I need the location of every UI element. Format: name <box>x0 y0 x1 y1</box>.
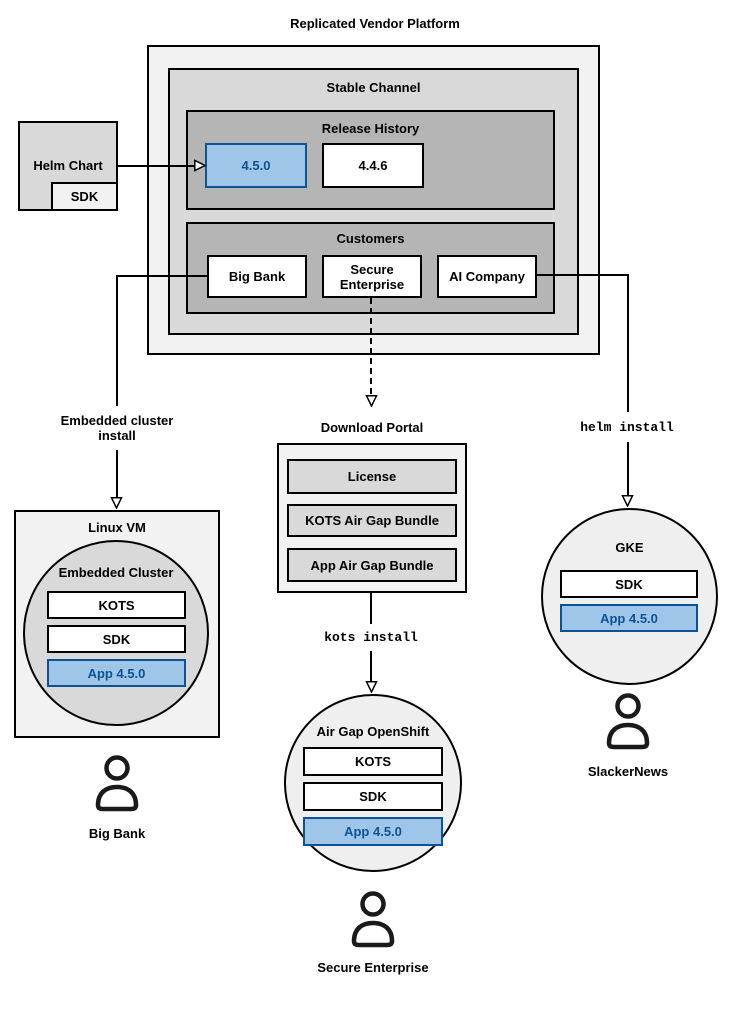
connector-helm-install-top <box>627 274 629 412</box>
linux-vm-app-box: App 4.5.0 <box>47 659 186 687</box>
linux-vm-sdk-label: SDK <box>102 631 131 647</box>
helm-install-label: helm install <box>580 420 674 435</box>
release-4-5-0: 4.5.0 <box>205 143 307 188</box>
release-history-label: Release History <box>321 121 420 136</box>
connector-ai-company-horizontal <box>536 274 629 276</box>
kots-install-arrowhead-icon <box>365 681 378 693</box>
customer-ai-company: AI Company <box>437 255 537 298</box>
secure-enterprise-persona-label: Secure Enterprise <box>317 960 429 975</box>
portal-app-bundle-box: App Air Gap Bundle <box>287 548 457 582</box>
diagram-title: Replicated Vendor Platform <box>290 16 460 31</box>
slackernews-persona-label: SlackerNews <box>587 764 669 779</box>
helm-chart-arrowhead-icon <box>194 159 206 172</box>
release-4-4-6-label: 4.4.6 <box>358 158 388 173</box>
openshift-kots-label: KOTS <box>354 754 392 769</box>
helm-chart-sdk-box: SDK <box>51 182 118 211</box>
helm-install-arrowhead-icon <box>621 495 634 507</box>
customer-big-bank: Big Bank <box>207 255 307 298</box>
kots-install-label: kots install <box>324 630 418 645</box>
secure-enterprise-user-icon <box>351 891 395 948</box>
embedded-install-arrowhead-icon <box>110 497 123 509</box>
gke-sdk-box: SDK <box>560 570 698 598</box>
linux-vm-sdk-box: SDK <box>47 625 186 653</box>
linux-vm-kots-label: KOTS <box>98 597 135 613</box>
portal-app-bundle-label: App Air Gap Bundle <box>310 557 434 573</box>
openshift-sdk-box: SDK <box>303 782 443 811</box>
linux-vm-label: Linux VM <box>88 520 146 535</box>
helm-chart-sdk-label: SDK <box>70 189 99 204</box>
openshift-app-label: App 4.5.0 <box>344 824 402 839</box>
gke-sdk-label: SDK <box>615 576 643 592</box>
release-4-5-0-label: 4.5.0 <box>241 158 271 173</box>
connector-embedded-install-bottom <box>116 450 118 500</box>
gke-label: GKE <box>615 540 644 555</box>
portal-license-box: License <box>287 459 457 494</box>
download-portal-label: Download Portal <box>320 420 424 435</box>
slackernews-user-icon <box>606 693 650 750</box>
portal-kots-bundle-box: KOTS Air Gap Bundle <box>287 504 457 537</box>
connector-big-bank-horizontal <box>117 275 209 277</box>
big-bank-persona-label: Big Bank <box>88 826 146 841</box>
connector-kots-install-bottom <box>370 651 372 683</box>
connector-download-portal-dashed <box>370 298 372 394</box>
connector-helm-install-bottom <box>627 442 629 497</box>
embedded-cluster-install-label: Embedded cluster install <box>60 413 174 443</box>
embedded-cluster-label: Embedded Cluster <box>58 565 174 580</box>
connector-kots-install-top <box>370 593 372 624</box>
connector-helm-chart <box>118 165 196 167</box>
gke-app-box: App 4.5.0 <box>560 604 698 632</box>
customers-label: Customers <box>336 231 405 246</box>
customer-secure-enterprise: Secure Enterprise <box>322 255 422 298</box>
download-portal-arrowhead-icon <box>365 395 378 407</box>
customer-big-bank-label: Big Bank <box>228 269 286 284</box>
customer-secure-enterprise-label: Secure Enterprise <box>339 261 405 292</box>
air-gap-openshift-label: Air Gap OpenShift <box>316 724 430 739</box>
connector-embedded-install-top <box>116 275 118 406</box>
openshift-kots-box: KOTS <box>303 747 443 776</box>
customer-ai-company-label: AI Company <box>449 269 525 284</box>
release-4-4-6: 4.4.6 <box>322 143 424 188</box>
stable-channel-label: Stable Channel <box>326 80 421 95</box>
openshift-sdk-label: SDK <box>359 789 387 804</box>
portal-kots-bundle-label: KOTS Air Gap Bundle <box>305 513 439 528</box>
big-bank-user-icon <box>95 755 139 812</box>
portal-license-label: License <box>347 469 397 484</box>
gke-app-label: App 4.5.0 <box>600 610 658 626</box>
linux-vm-app-label: App 4.5.0 <box>87 665 146 681</box>
openshift-app-box: App 4.5.0 <box>303 817 443 846</box>
helm-chart-label: Helm Chart <box>33 158 103 173</box>
linux-vm-kots-box: KOTS <box>47 591 186 619</box>
